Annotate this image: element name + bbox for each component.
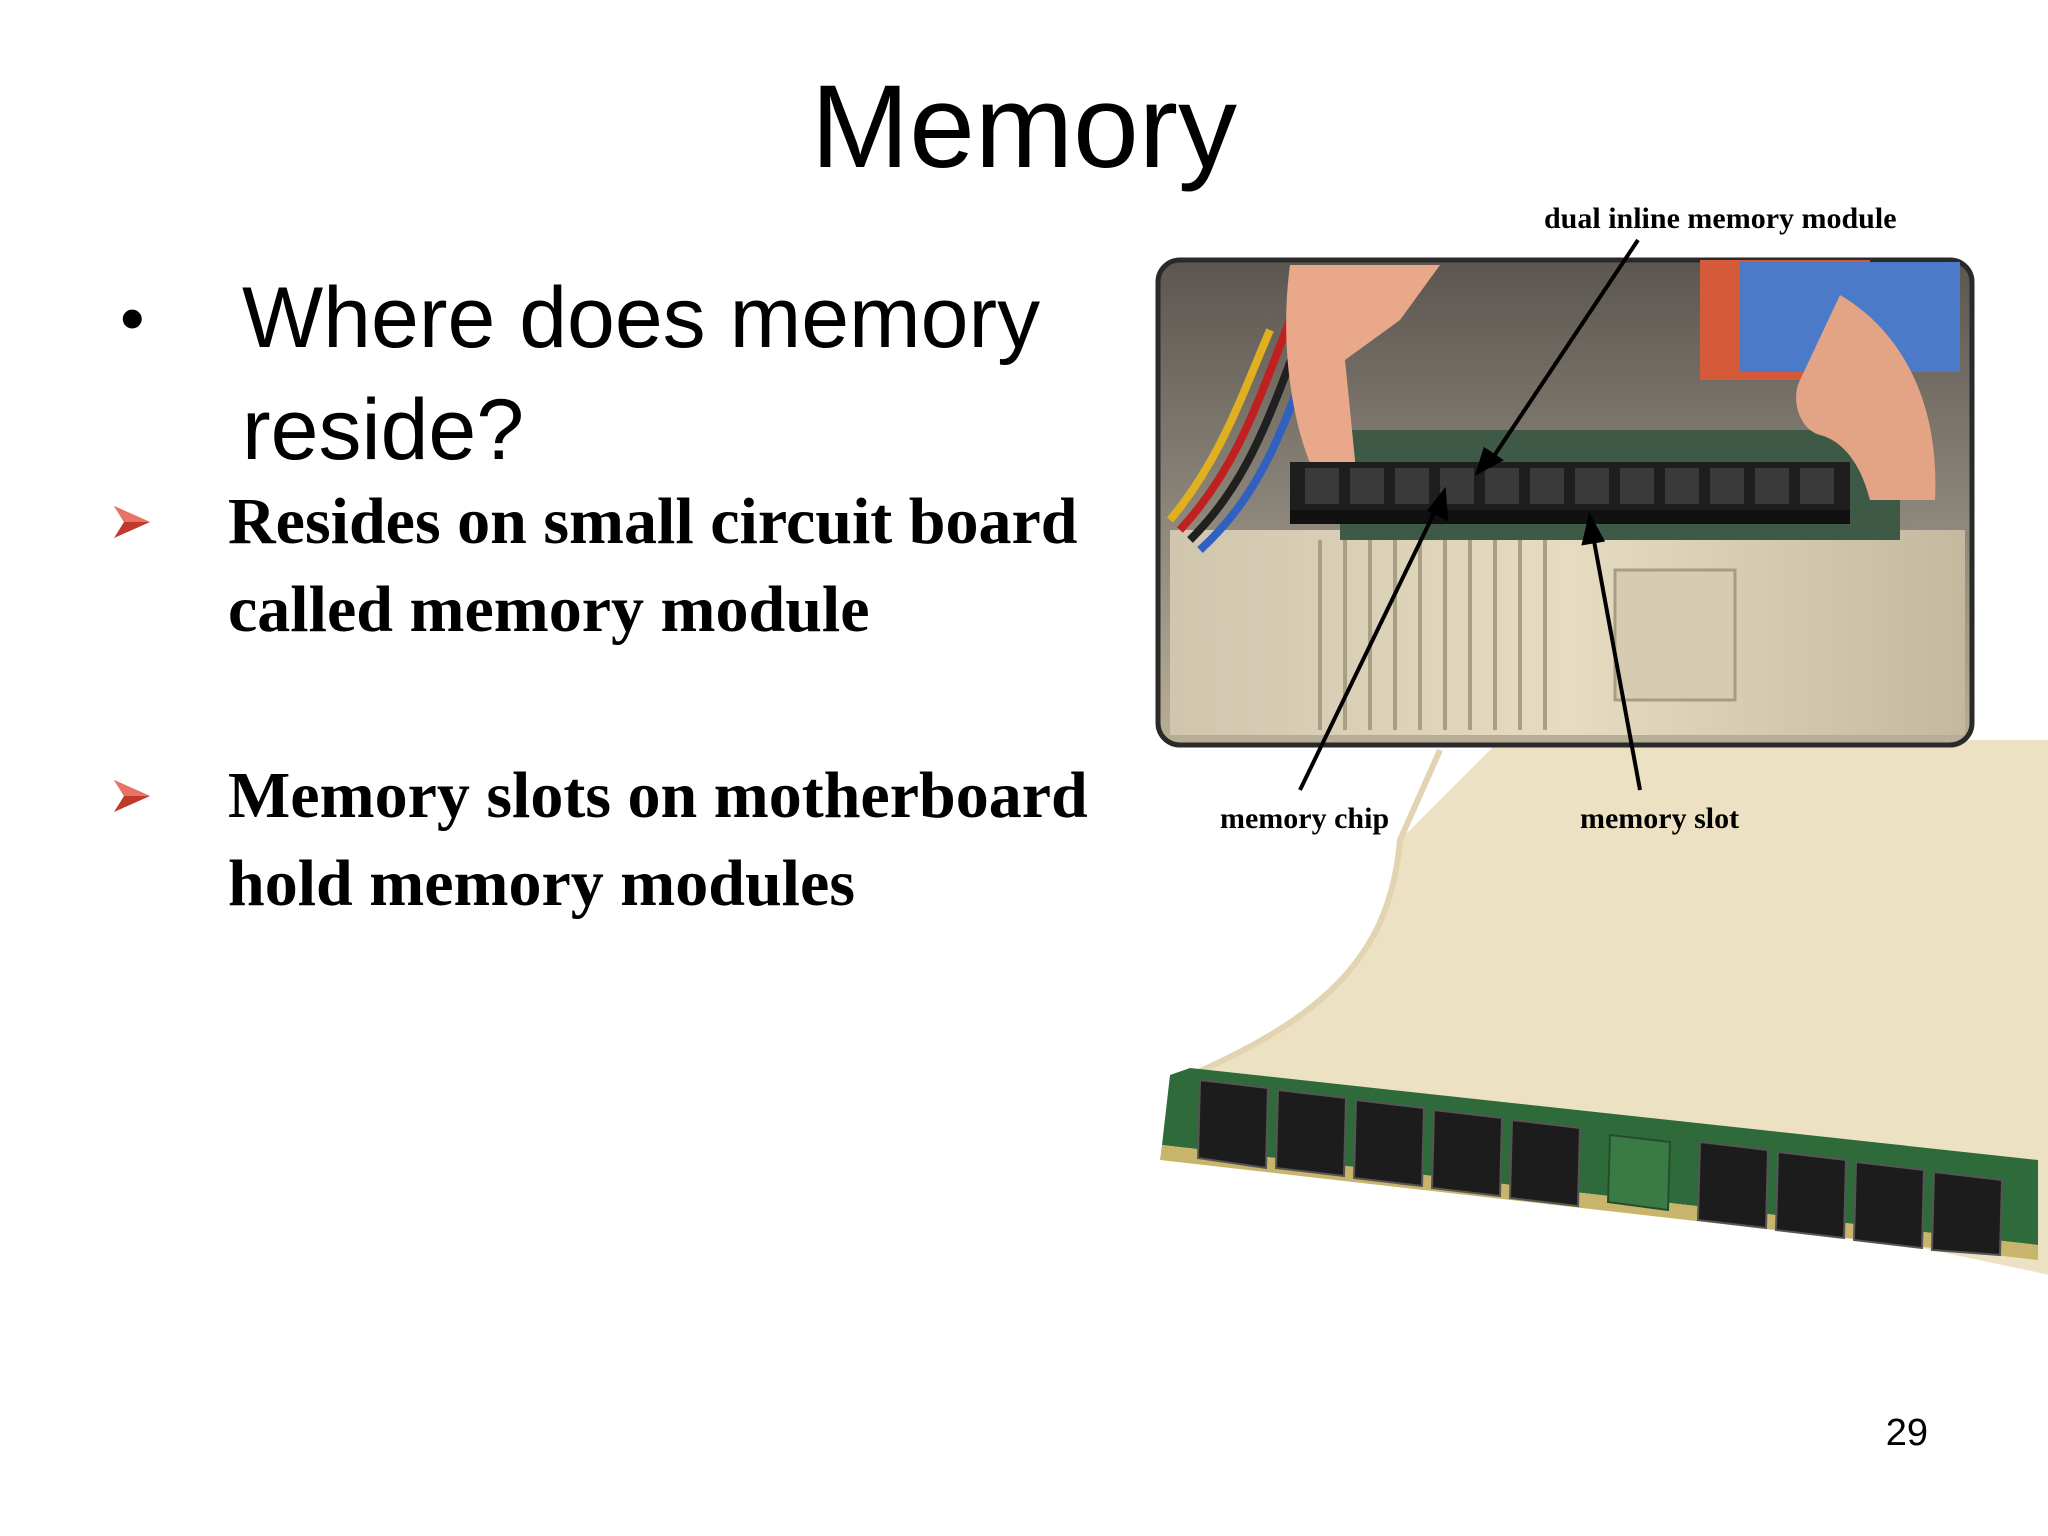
- dimm-label: dual inline memory module: [1544, 202, 1897, 235]
- left-hand: [1286, 265, 1440, 490]
- memory-slot-label: memory slot: [1580, 802, 1740, 835]
- sub-bullet-text-2: Memory slots on motherboard hold memory …: [228, 759, 1088, 920]
- arrowhead-bullet-icon: [114, 506, 150, 538]
- memory-figure: dual inline memory module memory chip me…: [1140, 200, 2048, 1350]
- memory-module-illustration: [1160, 1068, 2038, 1260]
- memory-chip-label: memory chip: [1220, 802, 1390, 835]
- main-bullet-text: Where does memory reside?: [242, 270, 1041, 478]
- arrowhead-bullet-icon: [114, 780, 150, 812]
- motherboard-photo: [1155, 257, 1975, 748]
- page-number: 29: [1885, 1412, 1928, 1454]
- right-hand: [1796, 295, 1936, 500]
- memory-illustration: [1155, 238, 2048, 1275]
- slide-title: Memory: [810, 61, 1238, 193]
- bullet-dot: •: [120, 279, 145, 357]
- sub-bullet-text-1: Resides on small circuit board called me…: [228, 485, 1078, 646]
